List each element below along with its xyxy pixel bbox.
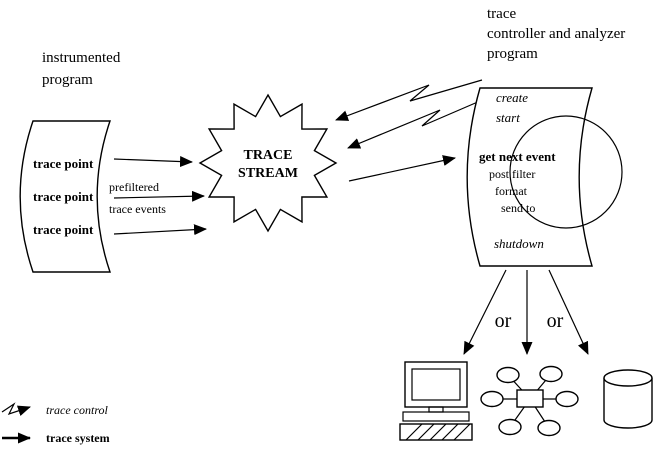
system-unit	[402, 411, 470, 422]
prefiltered-label-line2: trace events	[109, 202, 166, 216]
monitor-screen	[411, 368, 461, 401]
legend-trace-system-label: trace system	[46, 431, 110, 445]
workstation-icon	[399, 361, 473, 441]
control-lightning-arrow-1	[335, 79, 483, 121]
trace-events-arrows: prefiltered trace events	[109, 156, 207, 236]
controller-program-card	[466, 87, 593, 267]
network-node-4	[555, 390, 579, 408]
output-arrows: or or	[463, 269, 589, 355]
prefiltered-label-line1: prefiltered	[109, 180, 159, 194]
controller-create-label: create	[496, 90, 528, 105]
trace-stream-label-line1: TRACE	[243, 148, 292, 163]
control-lightning-arrow-2	[347, 97, 488, 149]
instrumented-program-card	[19, 120, 111, 273]
output-arrow-workstation	[463, 269, 507, 355]
controller-get-next-event-label: get next event	[479, 149, 556, 164]
network-node-6	[537, 419, 561, 437]
stream-to-controller-arrow	[348, 155, 456, 182]
trace-point-label-2: trace point	[33, 189, 94, 204]
trace-stream-group: TRACE STREAM	[198, 93, 338, 233]
or-label-2: or	[547, 310, 564, 332]
event-loop-circle	[509, 115, 623, 229]
legend: trace control trace system	[1, 402, 110, 445]
trace-event-arrow-2	[113, 190, 205, 202]
controller-title-line2: controller and analyzer	[487, 26, 625, 42]
network-hub	[516, 389, 544, 408]
network-node-1	[496, 366, 520, 384]
database-icon	[603, 369, 653, 429]
output-arrow-database	[548, 269, 589, 355]
controller-start-label: start	[496, 110, 520, 125]
or-label-1: or	[495, 310, 512, 332]
trace-stream-starburst	[198, 93, 338, 233]
controller-shutdown-label: shutdown	[494, 236, 544, 251]
instrumented-program-group: instrumented program trace point trace p…	[19, 50, 121, 273]
trace-stream-label-line2: STREAM	[238, 166, 298, 181]
controller-program-group: trace controller and analyzer program cr…	[466, 6, 625, 267]
controller-title-line1: trace	[487, 6, 516, 22]
controller-title-line3: program	[487, 46, 538, 62]
controller-post-filter-label: post filter	[489, 167, 535, 181]
trace-control-arrows	[335, 79, 488, 149]
database-top	[603, 369, 653, 387]
monitor-stand	[428, 406, 444, 413]
legend-zigzag-arrow	[1, 402, 31, 417]
instrumented-program-title-line1: instrumented	[42, 50, 121, 66]
database-body	[603, 378, 653, 429]
trace-point-label-3: trace point	[33, 222, 94, 237]
trace-event-arrow-1	[113, 156, 193, 168]
keyboard-hatch	[405, 423, 471, 441]
legend-trace-control-label: trace control	[46, 403, 109, 417]
network-node-5	[498, 418, 522, 436]
controller-send-to-label: send to	[501, 201, 535, 215]
network-icon	[480, 365, 579, 437]
instrumented-program-title-line2: program	[42, 72, 93, 88]
network-node-2	[539, 365, 563, 383]
controller-format-label: format	[495, 184, 528, 198]
network-node-3	[480, 390, 504, 408]
trace-event-arrow-3	[113, 224, 207, 236]
trace-point-label-1: trace point	[33, 156, 94, 171]
network-links	[492, 373, 567, 429]
